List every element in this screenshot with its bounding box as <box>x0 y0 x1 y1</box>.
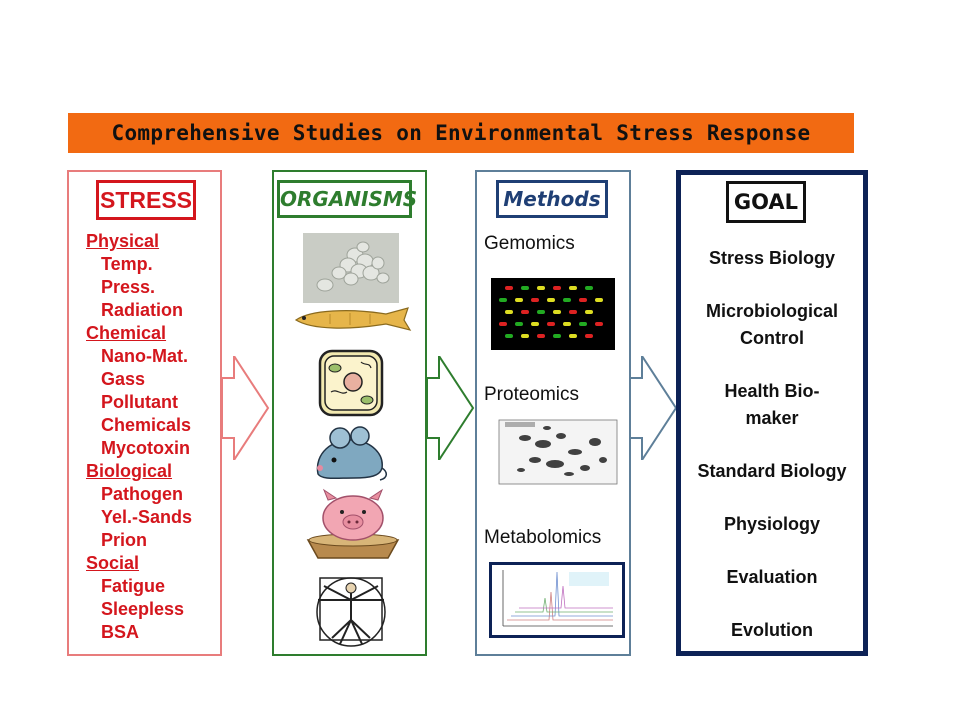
stress-item: BSA <box>101 622 140 642</box>
goal-item: Stress Biology <box>708 248 836 268</box>
goal-item: Standard Biology <box>697 461 847 481</box>
arrow-right-icon <box>630 356 678 460</box>
stress-category-physical: Physical <box>86 231 160 251</box>
method-label-proteomics: Proteomics <box>484 384 580 405</box>
organisms-header: ORGANISMS <box>277 180 417 218</box>
yeast-cells-icon <box>303 233 399 303</box>
stress-category-biological: Biological <box>86 461 173 481</box>
microarray-icon <box>491 278 615 350</box>
arrow-right-icon <box>427 356 475 460</box>
stress-item: Radiation <box>101 300 184 320</box>
goal-item: Evaluation <box>726 567 818 587</box>
mouse-icon <box>316 426 387 481</box>
stress-item: Chemicals <box>101 415 192 435</box>
stress-item: Prion <box>101 530 148 550</box>
arrow-right-icon <box>222 356 270 460</box>
diagram-title: Comprehensive Studies on Environmental S… <box>111 121 811 145</box>
goal-item: Evolution <box>731 620 813 640</box>
method-label-metabolomics: Metabolomics <box>484 527 602 548</box>
goal-panel: GOAL Stress Biology Microbiological Cont… <box>676 170 868 656</box>
organisms-panel: ORGANISMS <box>272 170 427 656</box>
goal-item: Health Bio-maker <box>724 381 820 428</box>
stress-item: Pathogen <box>101 484 184 504</box>
method-label-genomics: Gemomics <box>484 233 575 254</box>
title-banner: Comprehensive Studies on Environmental S… <box>68 113 854 153</box>
goal-item: Physiology <box>723 514 821 534</box>
stress-category-chemical: Chemical <box>86 323 167 343</box>
vitruvian-man-icon <box>316 577 386 647</box>
pig-icon <box>306 488 400 559</box>
stress-item: Press. <box>101 277 156 297</box>
stress-item: Sleepless <box>101 599 185 619</box>
fish-icon <box>294 307 412 331</box>
plant-cell-icon <box>318 349 384 417</box>
stress-item: Fatigue <box>101 576 166 596</box>
2d-gel-icon <box>485 412 623 494</box>
spectrum-icon <box>489 562 625 638</box>
stress-item: Nano-Mat. <box>101 346 188 366</box>
stress-item: Yel.-Sands <box>101 507 193 527</box>
methods-panel: Methods Gemomics Proteomics <box>475 170 631 656</box>
goal-list: Stress Biology Microbiological Control H… <box>681 245 863 670</box>
stress-item: Temp. <box>101 254 153 274</box>
stress-panel: STRESS Physical Temp. Press. Radiation C… <box>67 170 222 656</box>
goal-header: GOAL <box>726 181 806 223</box>
stress-list: Physical Temp. Press. Radiation Chemical… <box>86 230 192 644</box>
stress-item: Pollutant <box>101 392 178 412</box>
stress-category-social: Social <box>86 553 140 573</box>
stress-header: STRESS <box>96 180 196 220</box>
stress-item: Mycotoxin <box>101 438 191 458</box>
goal-item: Microbiological Control <box>705 301 838 348</box>
methods-header: Methods <box>496 180 608 218</box>
stress-item: Gass <box>101 369 146 389</box>
